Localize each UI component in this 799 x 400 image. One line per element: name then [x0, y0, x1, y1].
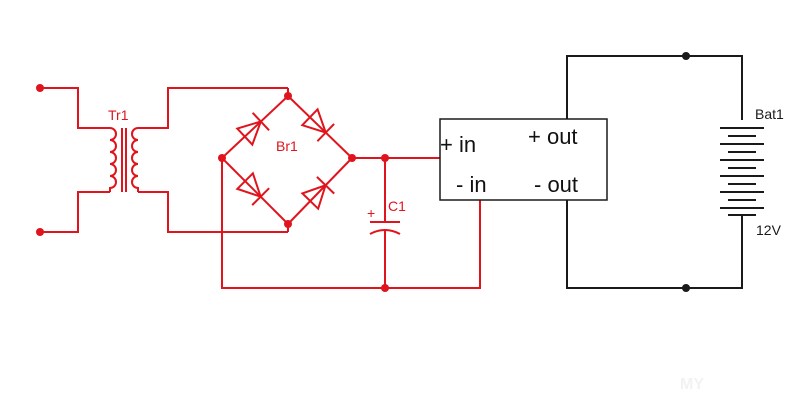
primary-winding [40, 87, 117, 233]
battery-voltage: 12V [756, 222, 782, 238]
capacitor-polarity: + [367, 205, 375, 221]
bridge-label: Br1 [276, 138, 298, 154]
output-node-top [682, 52, 690, 60]
bridge-rectifier [221, 88, 353, 232]
capacitor [369, 158, 401, 288]
capacitor-node-bottom [381, 284, 389, 292]
input-terminal-bottom [36, 228, 44, 236]
module-plus-out: + out [528, 124, 578, 149]
transformer-core [121, 128, 127, 192]
output-node-bottom [682, 284, 690, 292]
module-minus-out: - out [534, 172, 578, 197]
battery [720, 127, 764, 216]
output-wiring [566, 55, 743, 289]
module-plus-in: + in [440, 132, 476, 157]
bridge-node-bottom [284, 220, 292, 228]
transformer-label: Tr1 [108, 107, 129, 123]
diode-bottom-right [300, 176, 335, 211]
capacitor-label: C1 [388, 198, 406, 214]
secondary-winding [131, 87, 288, 233]
module-minus-in: - in [456, 172, 487, 197]
battery-label: Bat1 [755, 106, 784, 122]
input-terminal-top [36, 84, 44, 92]
diode-bottom-left [235, 171, 270, 206]
diode-top-right [300, 107, 335, 142]
diode-top-left [235, 112, 270, 147]
converter-module [439, 118, 608, 201]
bridge-node-top [284, 92, 292, 100]
watermark: MY [680, 376, 704, 393]
negative-rail [221, 158, 481, 289]
